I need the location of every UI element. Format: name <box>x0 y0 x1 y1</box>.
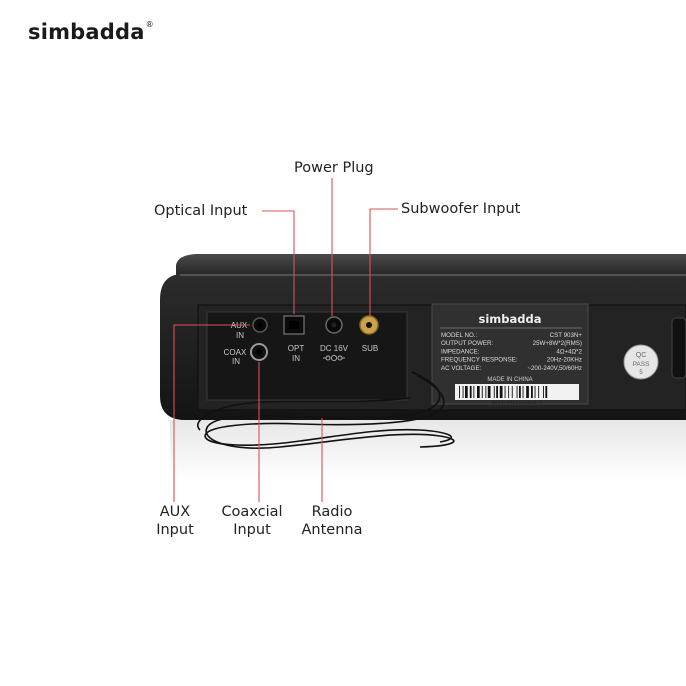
spec-rows: MODEL NO.: CST 903N+ OUTPUT POWER: 25W+8W*2… <box>441 332 583 372</box>
barcode-serial: 903N+042201001072 <box>491 400 542 406</box>
callout-subwoofer-input: Subwoofer Input <box>401 201 521 217</box>
radio-antenna-wire <box>197 371 455 449</box>
callout-power-plug: Power Plug <box>294 160 374 176</box>
spec-key: FREQUENCY RESPONSE: <box>441 357 518 364</box>
spec-key: AC VOLTAGE: <box>441 365 482 372</box>
opt-port-label-l2: IN <box>292 354 300 363</box>
callout-lines <box>173 178 398 502</box>
aux-line <box>173 324 250 502</box>
spec-value: 25W+8W*2(RMS) <box>533 340 582 347</box>
made-in-text: MADE IN CHINA <box>487 377 532 383</box>
barcode: 903N+042201001072 <box>455 384 579 406</box>
spec-value: CST 903N+ <box>550 332 583 339</box>
spec-value: ~200-240V,50/60Hz <box>527 365 582 372</box>
floor-reflection <box>170 420 686 480</box>
dc-power-port <box>325 316 343 334</box>
callout-radio-line2: Antenna <box>301 522 363 538</box>
callout-coax-line2: Input <box>233 522 271 538</box>
polarity-symbol <box>323 354 345 362</box>
callout-aux-line1: AUX <box>159 504 191 520</box>
brand-name: simbadda <box>28 20 145 44</box>
callout-aux-input: AUX Input <box>146 503 204 539</box>
callout-coax-line1: Coaxcial <box>221 504 283 520</box>
coax-port <box>250 343 268 361</box>
aux-port <box>252 317 268 333</box>
callout-radio-line1: Radio <box>311 504 353 520</box>
spec-key: MODEL NO.: <box>441 332 477 339</box>
spec-key: OUTPUT POWER: <box>441 340 493 347</box>
sub-port-label: SUB <box>362 344 378 353</box>
qc-text-l1: QC <box>636 352 647 359</box>
callout-radio-antenna: Radio Antenna <box>294 503 370 539</box>
brand-logo: simbadda® <box>28 20 154 44</box>
callout-optical-input: Optical Input <box>154 203 248 219</box>
registered-mark: ® <box>145 20 154 29</box>
callout-aux-line2: Input <box>156 522 194 538</box>
spec-label-brand: simbadda <box>479 312 542 326</box>
qc-text-l3: 5 <box>639 370 643 376</box>
dc-port-label: DC 16V <box>320 344 349 353</box>
spec-value: 4Ω+4Ω*2 <box>556 348 582 355</box>
subwoofer-line <box>369 208 398 316</box>
optical-line <box>262 210 295 314</box>
sub-port <box>359 315 379 335</box>
coax-port-label-l1: COAX <box>224 348 247 357</box>
callout-coaxial-input: Coaxcial Input <box>214 503 290 539</box>
coax-port-label-l2: IN <box>232 357 240 366</box>
aux-port-label-l2: IN <box>236 331 244 340</box>
spec-key: IMPEDANCE: <box>441 348 480 355</box>
qc-pass-sticker: QC PASS 5 <box>623 344 659 380</box>
opt-port-label-l1: OPT <box>288 344 305 353</box>
spec-value: 20Hz-20KHz <box>547 357 582 364</box>
qc-text-l2: PASS <box>633 361 651 368</box>
optical-port <box>283 315 305 335</box>
